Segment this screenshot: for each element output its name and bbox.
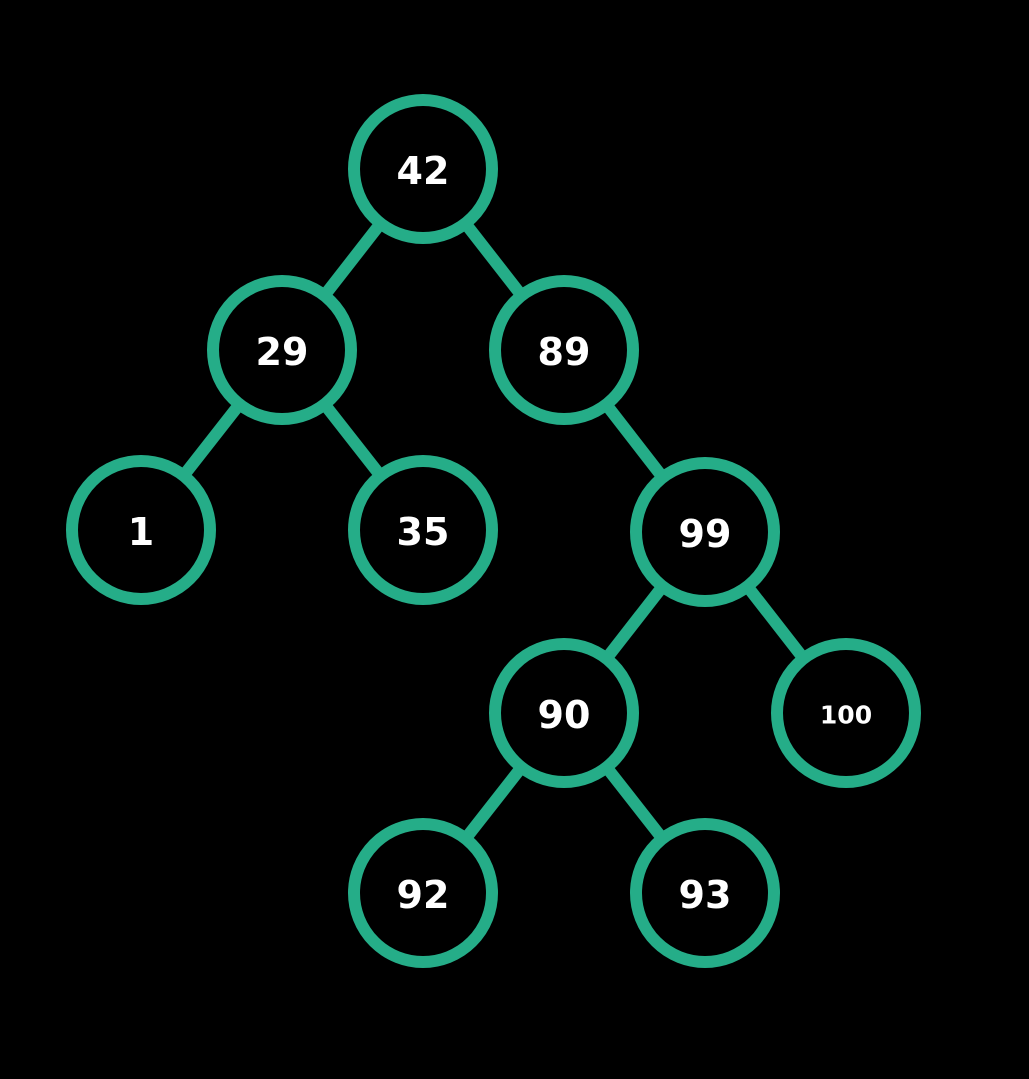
node-label: 92 <box>397 873 450 917</box>
node-circle <box>489 638 639 788</box>
node-circle <box>630 457 780 607</box>
node-circle <box>630 818 780 968</box>
tree-edges <box>178 219 809 843</box>
node-label: 90 <box>538 693 591 737</box>
node-label: 29 <box>256 330 309 374</box>
node-label: 42 <box>397 149 450 193</box>
tree-nodes: 42 29 89 1 35 99 90 100 92 93 <box>66 94 921 968</box>
node-label: 35 <box>397 510 450 554</box>
node-label: 1 <box>128 510 154 554</box>
tree-edge-89-99 <box>601 400 668 482</box>
node-label: 93 <box>679 873 732 917</box>
node-circle <box>489 275 639 425</box>
tree-edge-29-35 <box>319 400 386 480</box>
tree-node-89: 89 <box>489 275 639 425</box>
node-label: 89 <box>538 330 591 374</box>
node-circle <box>348 818 498 968</box>
tree-node-29: 29 <box>207 275 357 425</box>
tree-edge-90-93 <box>601 763 668 843</box>
tree-node-90: 90 <box>489 638 639 788</box>
node-circle <box>771 638 921 788</box>
tree-edge-90-92 <box>460 763 527 843</box>
tree-node-42: 42 <box>348 94 498 244</box>
node-circle <box>348 94 498 244</box>
tree-node-99: 99 <box>630 457 780 607</box>
tree-edge-99-100 <box>742 582 809 663</box>
tree-node-1: 1 <box>66 455 216 605</box>
tree-node-100: 100 <box>771 638 921 788</box>
tree-edge-42-89 <box>460 219 527 300</box>
node-circle <box>348 455 498 605</box>
tree-edge-29-1 <box>178 400 245 480</box>
node-circle <box>207 275 357 425</box>
tree-edge-99-90 <box>601 582 668 663</box>
tree-node-92: 92 <box>348 818 498 968</box>
node-circle <box>66 455 216 605</box>
tree-node-35: 35 <box>348 455 498 605</box>
node-label: 99 <box>679 512 732 556</box>
tree-edge-42-29 <box>319 219 386 300</box>
tree-node-93: 93 <box>630 818 780 968</box>
node-label: 100 <box>820 701 872 730</box>
